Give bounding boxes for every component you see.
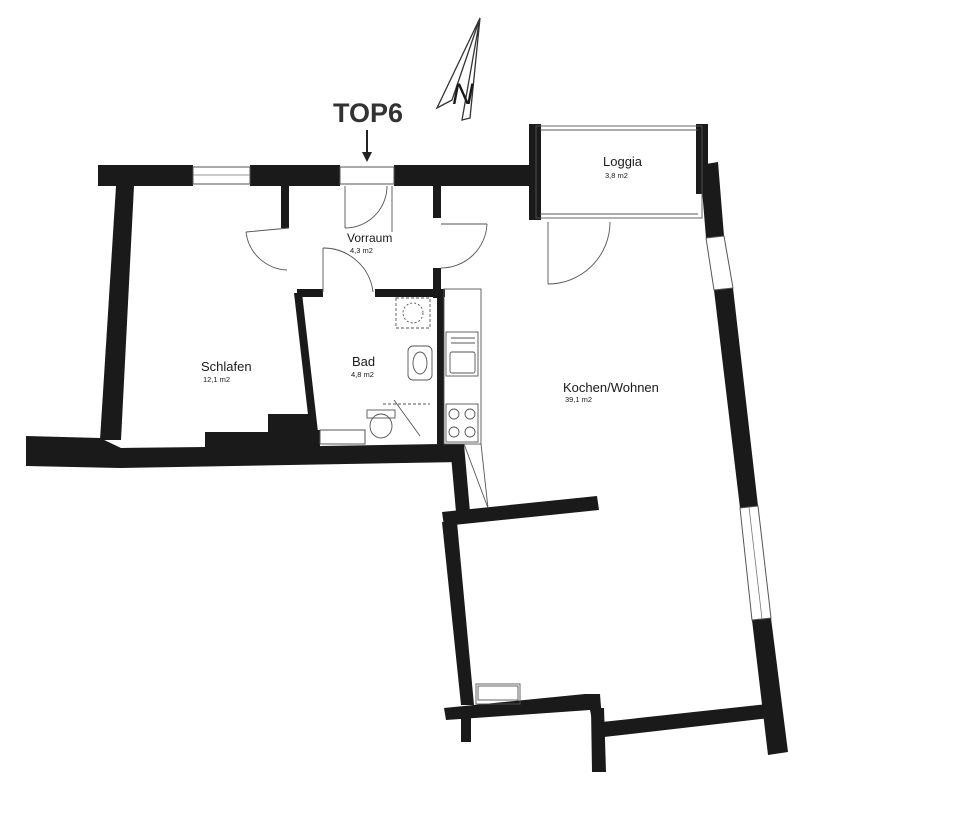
- entrance-arrow-icon: [362, 130, 372, 162]
- room-area: 3,8 m2: [605, 171, 628, 180]
- room-name: Vorraum: [347, 231, 392, 245]
- unit-label: TOP6: [333, 98, 403, 128]
- room-area: 4,8 m2: [351, 370, 374, 379]
- windows: [192, 166, 772, 621]
- room-vorraum: Vorraum 4,3 m2: [347, 231, 392, 255]
- room-loggia: Loggia 3,8 m2: [603, 154, 643, 180]
- room-schlafen: Schlafen 12,1 m2: [201, 359, 252, 384]
- room-name: Loggia: [603, 154, 643, 169]
- north-arrow-icon: N: [435, 17, 481, 121]
- sink-icon: [445, 331, 479, 377]
- loggia-frame: [535, 125, 703, 219]
- step-outline: [475, 683, 521, 705]
- room-area: 12,1 m2: [203, 375, 230, 384]
- room-bad: Bad 4,8 m2: [351, 354, 375, 379]
- room-name: Bad: [352, 354, 375, 369]
- washbasin-icon: [407, 345, 433, 381]
- room-name: Schlafen: [201, 359, 252, 374]
- kitchen-counter: [443, 288, 489, 509]
- stove-icon: [445, 403, 479, 443]
- room-kochen-wohnen: Kochen/Wohnen 39,1 m2: [563, 380, 659, 404]
- shower-icon: [395, 297, 431, 329]
- toilet-icon: [366, 409, 396, 439]
- step-inner: [477, 685, 519, 701]
- room-area: 4,3 m2: [350, 246, 373, 255]
- room-area: 39,1 m2: [565, 395, 592, 404]
- bath-partition: [383, 399, 430, 437]
- walls: [26, 124, 788, 772]
- north-label: N: [452, 78, 474, 111]
- room-name: Kochen/Wohnen: [563, 380, 659, 395]
- door-swings: [245, 185, 611, 293]
